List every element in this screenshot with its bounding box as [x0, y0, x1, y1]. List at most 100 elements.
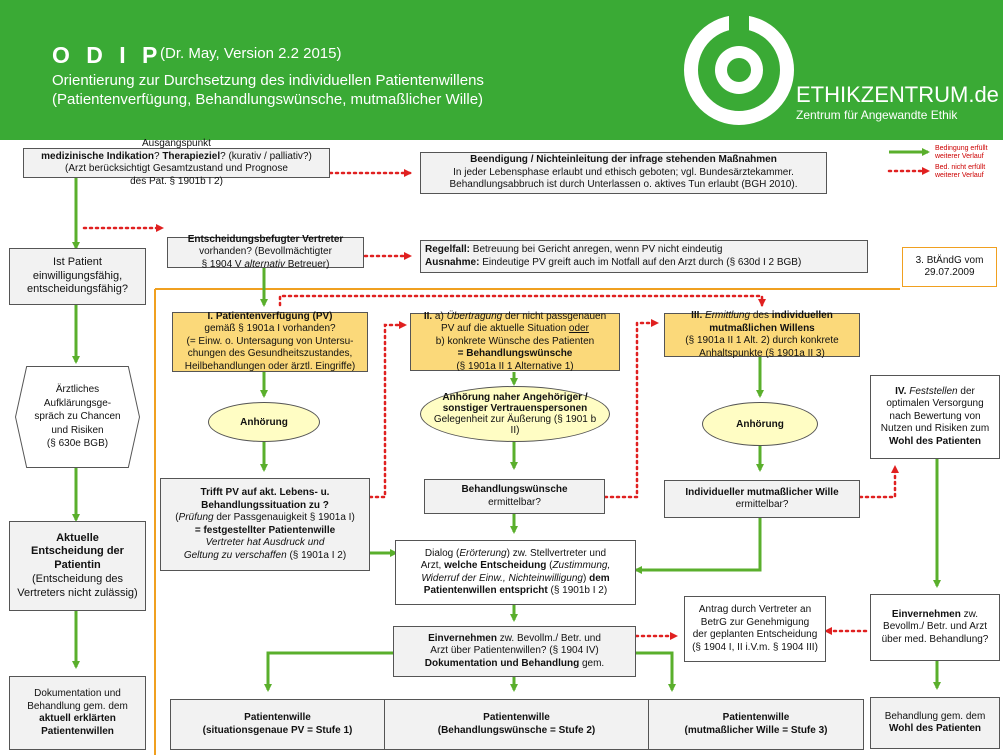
- start-line-2: medizinische Indikation? Therapieziel? (…: [41, 150, 312, 162]
- doku-left-line-4: Patientenwillen: [41, 725, 114, 737]
- stufe-1-line-2: (situationsgenaue PV = Stufe 1): [202, 724, 353, 736]
- stufe-2-box: Patientenwille (Behandlungswünsche = Stu…: [384, 699, 649, 750]
- bw-line-5: (§ 1901a II 1 Alternative 1): [456, 360, 574, 372]
- dialog-line-4: Patientenwillen entspricht (§ 1901b I 2): [423, 585, 608, 596]
- trifft-pv-box: Trifft PV auf akt. Lebens- u. Behandlung…: [160, 478, 370, 571]
- mutmasslicher-wille-box: III. Ermittlung des individuellen mutmaß…: [664, 310, 860, 359]
- arrow-mw-ermittelbar-to-feststellen: [858, 465, 899, 499]
- mw-line-4: Anhaltspunkte (§ 1901a II 3): [699, 347, 825, 359]
- doku-left-line-1: Dokumentation und: [34, 688, 121, 699]
- aufklaerung-line-3: spräch zu Chancen: [34, 411, 121, 423]
- subtitle-line-1: Orientierung zur Durchsetzung des indivi…: [52, 72, 484, 89]
- anhoerung-ellipse-3: Anhörung: [702, 402, 818, 446]
- feststellen-line-5: Wohl des Patienten: [888, 435, 982, 447]
- bw-line-4: = Behandlungswünsche: [457, 348, 573, 360]
- anhoerung-nahe-line-1: Anhörung naher Angehöriger /: [442, 392, 588, 403]
- btandg-line-2: 29.07.2009: [924, 267, 975, 278]
- doku-left-line-2: Behandlung gem. dem: [27, 700, 128, 712]
- ethikzentrum-logo-icon: [684, 10, 794, 125]
- einvernehmen-line-3: Dokumentation und Behandlung gem.: [424, 657, 605, 669]
- dokumentation-left-box: Dokumentation und Behandlung gem. dem ak…: [9, 676, 146, 750]
- stufe-3-line-1: Patientenwille: [722, 712, 790, 723]
- einwilligung-line-3: entscheidungsfähig?: [27, 283, 128, 296]
- arrow-pv-top-to-mw: [278, 294, 766, 307]
- start-line-4: des Pat. § 1901b I 2): [130, 175, 223, 187]
- mw-line-2: mutmaßlichen Willens: [709, 322, 815, 334]
- aufklaerung-line-4: und Risiken: [51, 424, 104, 436]
- legend-solid-label-1: Bedingung erfüllt: [935, 145, 988, 152]
- arrow-trifft-to-bw: [368, 321, 407, 499]
- einwilligung-box: Ist Patient einwilligungsfähig, entschei…: [9, 248, 146, 305]
- anhoerung-ellipse-1: Anhörung: [208, 402, 320, 442]
- anhoerung-angehoerige-ellipse: Anhörung naher Angehöriger / sonstiger V…: [420, 386, 610, 442]
- pv-line-2: gemäß § 1901a I vorhanden?: [204, 323, 336, 335]
- aufklaerung-line-5: (§ 630e BGB): [46, 438, 109, 450]
- beendigung-line-2: In jeder Lebensphase erlaubt und ethisch…: [453, 166, 794, 178]
- antrag-box: Antrag durch Vertreter an BetrG zur Gene…: [684, 596, 826, 662]
- aufklaerung-hexagon-inner: Ärztliches Aufklärungsge- spräch zu Chan…: [16, 367, 139, 467]
- antrag-line-4: (§ 1904 I, II i.V.m. § 1904 III): [692, 641, 818, 653]
- aktuelle-line-1: Aktuelle: [56, 531, 99, 544]
- bw-line-1: II. a) Übertragung der nicht passgenauen: [423, 310, 607, 322]
- aktuelle-line-2: Entscheidung der: [31, 545, 124, 558]
- logo-subtitle: Zentrum für Angewandte Ethik: [796, 108, 958, 122]
- stufe-1-box: Patientenwille (situationsgenaue PV = St…: [170, 699, 385, 750]
- mw-ermittelbar-line-2: ermittelbar?: [735, 499, 789, 510]
- pv-line-4: chungen des Gesundheitszustandes,: [187, 348, 353, 360]
- mw-ermittelbar-box: Individueller mutmaßlicher Wille ermitte…: [664, 480, 860, 518]
- beendigung-line-3: Behandlungsabbruch ist durch Unterlassen…: [449, 179, 798, 191]
- beendigung-box: Beendigung / Nichteinleitung der infrage…: [420, 152, 827, 194]
- wohl-line-2: Wohl des Patienten: [888, 723, 982, 734]
- header-banner: [0, 0, 1003, 140]
- aufklaerung-line-2: Aufklärungsge-: [43, 397, 112, 409]
- bw-ermittelbar-line-2: ermittelbar?: [488, 496, 541, 508]
- bw-ermittelbar-line-1: Behandlungswünsche: [461, 484, 568, 495]
- btandg-note: 3. BtÄndG vom 29.07.2009: [902, 247, 997, 287]
- einvernehmen-line-1: Einvernehmen zw. Bevollm./ Betr. und: [428, 632, 601, 644]
- antrag-line-2: BetrG zur Genehmigung: [700, 616, 810, 628]
- trifft-line-1: Trifft PV auf akt. Lebens- u.: [200, 487, 330, 498]
- btandg-line-1: 3. BtÄndG vom: [915, 254, 984, 266]
- version-label: (Dr. May, Version 2.2 2015): [160, 45, 342, 62]
- stufe-1-line-1: Patientenwille: [244, 712, 311, 723]
- legend-solid-label-2: weiterer Verlauf: [935, 153, 984, 160]
- feststellen-line-4: Nutzen und Risiken zum: [880, 423, 990, 435]
- pv-line-5: Heilbehandlungen oder ärztl. Eingriffe): [184, 360, 356, 372]
- vertreter-line-3: § 1904 V alternativ Betreuer): [201, 258, 330, 270]
- anhoerung-3-label: Anhörung: [736, 418, 784, 430]
- vertreter-box: Entscheidungsbefugter Vertreter vorhande…: [167, 234, 364, 270]
- vertreter-line-2: vorhanden? (Bevollmächtigter: [199, 246, 332, 258]
- beendigung-title: Beendigung / Nichteinleitung der infrage…: [470, 154, 777, 166]
- regelfall-line-1: Regelfall: Betreuung bei Gericht anregen…: [425, 244, 723, 255]
- feststellen-line-2: optimalen Versorgung: [886, 398, 984, 410]
- einvernehmen-right-line-2: Bevollm./ Betr. und Arzt: [883, 621, 987, 633]
- pv-line-3: (= Einw. o. Untersagung von Untersu-: [186, 335, 354, 347]
- einvernehmen-box: Einvernehmen zw. Bevollm./ Betr. und Arz…: [393, 626, 636, 677]
- trifft-line-3: (Prüfung der Passgenauigkeit § 1901a I): [175, 512, 355, 523]
- start-line-1: Ausgangspunkt: [142, 138, 211, 149]
- einwilligung-line-2: einwilligungsfähig,: [32, 269, 123, 282]
- wohl-line-1: Behandlung gem. dem: [884, 710, 986, 722]
- feststellen-line-3: nach Bewertung von: [889, 410, 981, 422]
- antrag-line-3: der geplanten Entscheidung: [692, 629, 818, 640]
- start-line-3: (Arzt berücksichtigt Gesamtzustand und P…: [65, 163, 288, 174]
- aktuelle-line-5: Vertreters nicht zulässig): [17, 586, 138, 599]
- page-title: O D I P: [52, 42, 163, 68]
- aktuelle-line-3: Patientin: [54, 559, 101, 572]
- bw-line-3: b) konkrete Wünsche des Patienten: [435, 335, 595, 347]
- dialog-line-3: Widerruf der Einw., Nichteinwilligung) d…: [421, 572, 610, 584]
- anhoerung-nahe-line-3: Gelegenheit zur Äußerung (§ 1901 b II): [433, 414, 597, 436]
- arrow-einvernehmen-to-stufe1: [264, 651, 393, 692]
- feststellen-line-1: IV. Feststellen der: [895, 385, 975, 397]
- regelfall-box: Regelfall: Betreuung bei Gericht anregen…: [420, 240, 868, 273]
- anhoerung-nahe-line-2: sonstiger Vertrauenspersonen: [442, 403, 588, 414]
- dialog-box: Dialog (Erörterung) zw. Stellvertreter u…: [395, 540, 636, 605]
- arrow-einvernehmen-to-stufe3: [636, 651, 676, 692]
- feststellen-box: IV. Feststellen der optimalen Versorgung…: [870, 375, 1000, 459]
- stufe-3-box: Patientenwille (mutmaßlicher Wille = Stu…: [648, 699, 864, 750]
- stufe-2-line-1: Patientenwille: [483, 712, 550, 723]
- start-indication-box: Ausgangspunkt medizinische Indikation? T…: [23, 138, 330, 187]
- antrag-line-1: Antrag durch Vertreter an: [698, 604, 812, 615]
- doku-left-line-3: aktuell erklärten: [39, 713, 116, 724]
- subtitle-line-2: (Patientenverfügung, Behandlungswünsche,…: [52, 91, 484, 108]
